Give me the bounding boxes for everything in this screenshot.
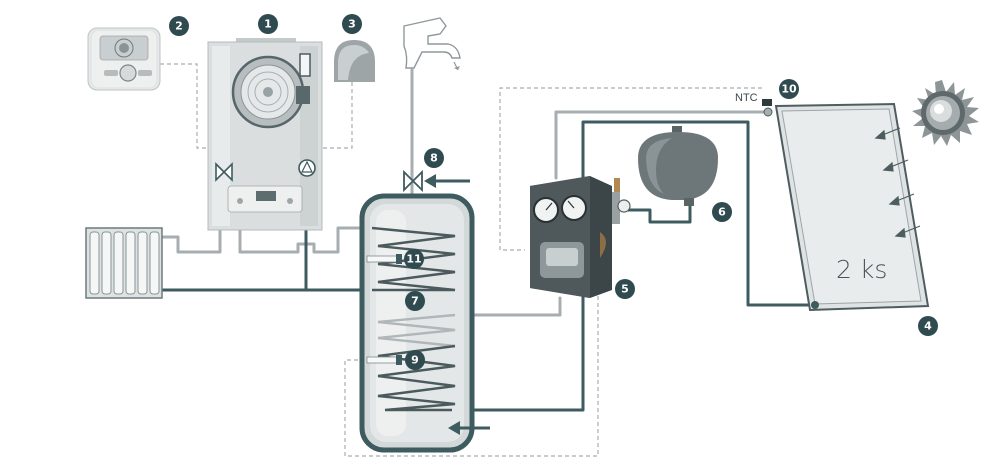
callout-1: 1: [258, 14, 278, 34]
callout-5: 5: [615, 279, 635, 299]
pipe-boiler-tank-light: [238, 226, 374, 254]
dark-pipes: [160, 78, 817, 412]
control-wires: [160, 63, 762, 457]
pipe-radiator-return: [160, 226, 222, 254]
callout-11: 11: [404, 249, 424, 269]
radiator-icon: [85, 227, 163, 299]
collector-outlet-port: [811, 301, 819, 309]
pipe-station-vessel: [610, 200, 692, 224]
thermostat-icon: [87, 27, 161, 91]
ntc-sensor: [762, 99, 772, 106]
pump-station-icon: [530, 176, 631, 298]
sunlight-arrows: [874, 127, 921, 238]
tank-upper-coil: [371, 226, 456, 292]
callout-9: 9: [405, 350, 425, 370]
wire-outdoor-sensor-boiler: [322, 82, 353, 149]
wire-thermostat-boiler: [160, 63, 208, 149]
svg-text:6: 6: [718, 206, 726, 219]
tank-sensor-lower: [366, 355, 402, 365]
callout-10: 10: [779, 79, 799, 99]
storage-tank-icon: [359, 193, 490, 453]
faucet-icon: [403, 17, 461, 71]
outdoor-sensor-icon: [334, 40, 375, 82]
mixing-valve-icon: [403, 169, 470, 193]
svg-text:9: 9: [411, 354, 419, 367]
light-pipes: [160, 68, 770, 317]
pipe-collector-sensor-line: [554, 110, 770, 180]
svg-text:2: 2: [175, 20, 183, 33]
callout-4: 4: [918, 316, 938, 336]
collector-count-label: 2 ks: [836, 255, 887, 284]
pipe-solar-return: [450, 294, 585, 412]
sun-icon: [912, 80, 979, 146]
collector-sensor-port: [763, 107, 773, 117]
ntc-label: NTC: [735, 92, 758, 104]
svg-text:1: 1: [264, 18, 272, 31]
callout-6: 6: [712, 202, 732, 222]
solar-collector-icon: 2 ks: [762, 99, 930, 312]
wire-ntc-station: [499, 87, 762, 251]
pipe-station-tank-light: [450, 296, 562, 317]
svg-text:4: 4: [924, 320, 932, 333]
svg-text:3: 3: [348, 18, 356, 31]
callout-2: 2: [169, 16, 189, 36]
svg-text:11: 11: [406, 253, 421, 266]
wire-station-tank-sensor: [344, 296, 599, 457]
tank-sensor-upper: [366, 254, 402, 264]
callout-8: 8: [424, 148, 444, 168]
svg-text:8: 8: [430, 152, 438, 165]
tank-inlet-arrow: [448, 421, 460, 435]
tank-middle-coil: [377, 313, 456, 348]
expansion-vessel-icon: [638, 126, 718, 206]
pipe-solar-flow: [581, 120, 817, 307]
svg-text:10: 10: [781, 83, 797, 96]
callout-3: 3: [342, 14, 362, 34]
svg-text:5: 5: [621, 283, 629, 296]
boiler-icon: [207, 38, 323, 231]
svg-text:7: 7: [411, 295, 419, 308]
callout-7: 7: [405, 291, 425, 311]
tank-lower-coil: [377, 344, 456, 412]
